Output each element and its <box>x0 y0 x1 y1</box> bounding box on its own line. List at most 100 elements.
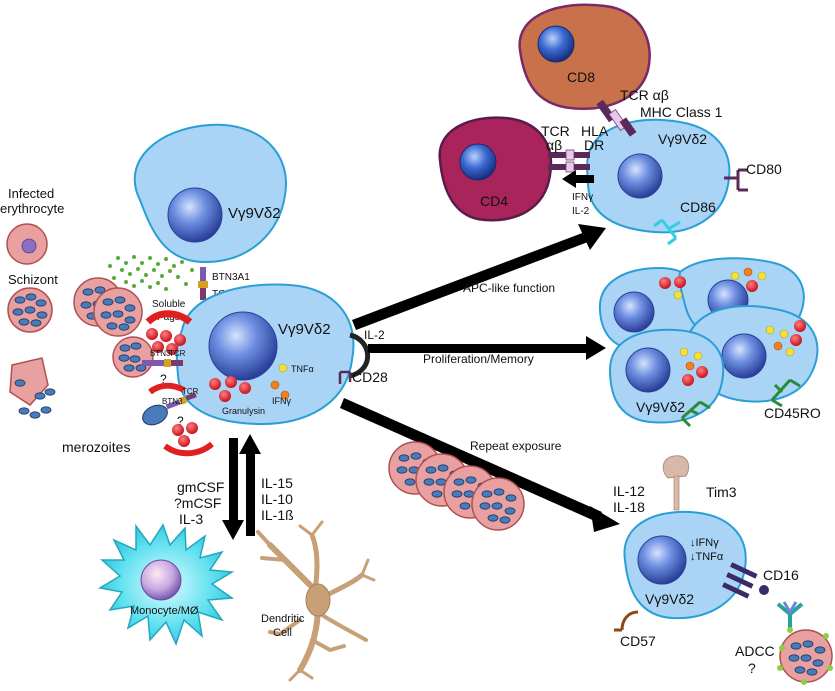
il12-label: IL-12 <box>613 483 645 499</box>
cd57-label: CD57 <box>620 633 656 649</box>
cd16-receptor <box>722 562 769 599</box>
question-low: ? <box>177 414 184 428</box>
memory-cell-label: Vγ9Vδ2 <box>636 399 685 415</box>
top-cell-label: Vγ9Vδ2 <box>228 205 281 222</box>
gd-t-cell-top <box>133 123 287 264</box>
adcc-label: ADCC <box>735 643 775 659</box>
soluble-pags-label-2: Pags <box>157 312 180 323</box>
granulysin-granules <box>209 376 251 402</box>
arrow-repeat-exposure <box>340 398 620 532</box>
red-granules-lower <box>172 422 198 447</box>
down-ifng-label: ↓IFNγ <box>690 537 719 549</box>
tcr-ab-cd4-label: TCR <box>541 123 570 139</box>
red-granules-middle <box>146 328 186 355</box>
cd8-label: CD8 <box>567 69 595 85</box>
cd45ro-label: CD45RO <box>764 405 821 421</box>
cd8-cell <box>518 3 651 110</box>
memory-cell-cluster <box>598 257 819 424</box>
cd28-label: CD28 <box>352 369 388 385</box>
arrow-up-to-main <box>239 434 261 536</box>
granulysin-label: Granulysin <box>222 406 265 416</box>
arrow-apc-like <box>352 224 606 330</box>
antibody <box>776 601 804 628</box>
block-arc-top <box>145 310 193 325</box>
cd86-receptor <box>653 218 681 246</box>
dendritic-label-2: Cell <box>273 627 292 639</box>
cd57-receptor <box>614 610 639 632</box>
il2-receptor <box>349 332 371 379</box>
il15-label: IL-15 <box>261 475 293 491</box>
gd-t-cell-exhausted <box>623 510 747 620</box>
mcsf-label: ?mCSF <box>174 495 221 511</box>
hla-dr-label: HLA <box>581 123 609 139</box>
cytokine-granules <box>270 363 290 400</box>
monocyte-macrophage <box>97 523 235 647</box>
repeat-exposure-label: Repeat exposure <box>470 439 562 453</box>
soluble-pags-label: Soluble <box>152 299 186 310</box>
soluble-pags-dots <box>108 255 194 291</box>
il10-label: IL-10 <box>261 491 293 507</box>
cd28-receptor <box>338 370 352 384</box>
merozoite-lower <box>142 404 168 426</box>
mhc-class1-label: MHC Class 1 <box>640 104 723 120</box>
tcr-hla-dr-connector <box>548 149 590 173</box>
tcr-mhc-class1-connector <box>596 99 637 137</box>
cd16-label: CD16 <box>763 567 799 583</box>
block-arc-low <box>163 441 214 457</box>
proliferation-memory-label: Proliferation/Memory <box>423 352 534 366</box>
arrow-proliferation <box>368 336 606 360</box>
cd86-label: CD86 <box>680 199 716 215</box>
adcc-question: ? <box>748 660 756 676</box>
adcc-target-rbc <box>777 627 833 685</box>
arrow-down-to-monocyte <box>222 438 244 540</box>
btn3-tcr-middle <box>142 359 183 367</box>
cd4-cell <box>438 116 553 222</box>
tim3-label: Tim3 <box>706 484 737 500</box>
il3-label: IL-3 <box>179 511 203 527</box>
cd80-receptor <box>724 168 748 192</box>
ruptured-erythrocyte <box>9 357 56 419</box>
main-cell-label: Vγ9Vδ2 <box>278 321 331 338</box>
block-arc-mid <box>148 382 186 395</box>
tcr-ab-cd4-label-2: αβ <box>546 137 562 153</box>
il1b-label: IL-1ß <box>261 507 294 523</box>
cytokine-arrow-to-cd4 <box>562 170 594 188</box>
schizont <box>7 287 53 333</box>
cd4-label: CD4 <box>480 193 508 209</box>
infected-erythrocyte-label: Infected <box>8 186 54 201</box>
monocyte-label: Monocyte/MØ <box>130 605 199 617</box>
apc-cell-label: Vγ9Vδ2 <box>658 131 707 147</box>
tim3-receptor <box>662 455 690 511</box>
down-tnfa-label: ↓TNFα <box>690 551 724 563</box>
cd80-label: CD80 <box>746 161 782 177</box>
cd45ro-receptor <box>680 378 801 428</box>
dendritic-cell <box>256 520 376 682</box>
tnfa-label: TNFα <box>291 364 314 374</box>
btn3-tcr-lower <box>165 392 197 410</box>
btn3a1-tcr-receptor <box>198 267 208 300</box>
il18-label: IL-18 <box>613 499 645 515</box>
il2-apc-label: IL-2 <box>572 206 590 217</box>
ifng-apc-label: IFNγ <box>572 192 593 203</box>
exhausted-cell-label: Vγ9Vδ2 <box>645 591 694 607</box>
il2-label: IL-2 <box>364 328 385 342</box>
dendritic-label: Dendritic <box>261 613 305 625</box>
ifng-label: IFNγ <box>272 396 291 406</box>
question-mid: ? <box>160 372 167 386</box>
infected-erythrocyte-label-2: erythrocyte <box>0 201 64 216</box>
tcr-ab-cd8-label: TCR αβ <box>620 87 669 103</box>
btn3a1-label: BTN3A1 <box>212 272 250 283</box>
tcr-low-label: TCR <box>182 387 199 396</box>
btn3-mid-label: BTN3 <box>150 349 171 358</box>
merozoites-label: merozoites <box>62 439 130 455</box>
schizont-stack <box>388 441 525 531</box>
gd-t-cell-apc <box>586 118 731 234</box>
schizont-middle <box>112 336 154 378</box>
tcr-mid-label: TCR <box>169 349 186 358</box>
gmcsf-label: gmCSF <box>177 479 224 495</box>
schizont-pair <box>73 277 143 337</box>
btn3-low-label: BTN3 <box>162 397 183 406</box>
apc-like-function-label: APC-like function <box>463 281 555 295</box>
